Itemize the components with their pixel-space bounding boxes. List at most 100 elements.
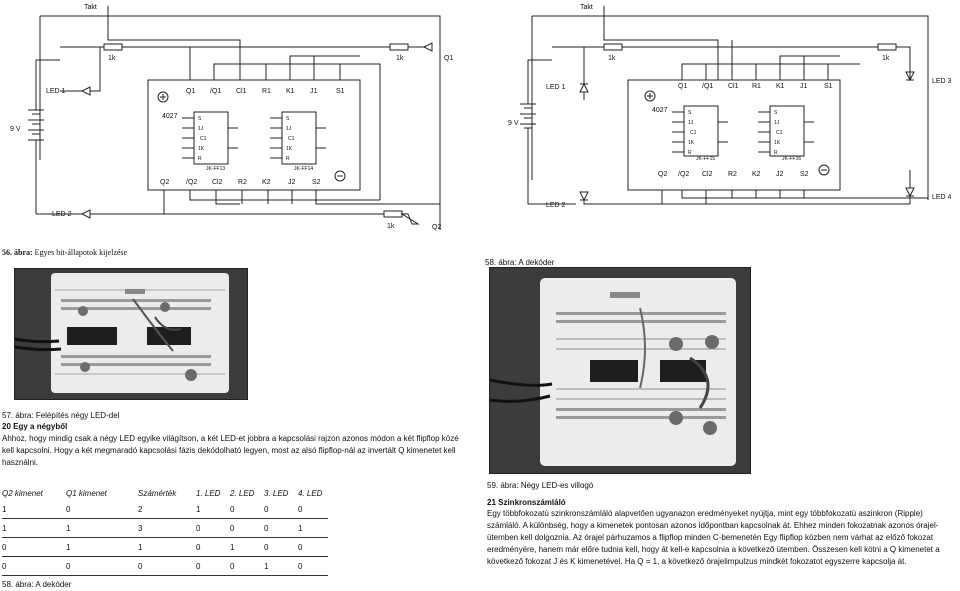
svg-text:S1: S1 [336, 88, 345, 95]
svg-text:C1: C1 [690, 130, 697, 136]
svg-text:Cl1: Cl1 [728, 83, 739, 90]
resistor-r1-right [603, 43, 623, 51]
svg-text:1J: 1J [774, 120, 780, 126]
flipflop-2: S 1J C1 1K R JK-FF14 [270, 111, 326, 172]
resistor-r1 [103, 43, 123, 51]
battery-label-right: 9 V [508, 120, 519, 127]
svg-text:R: R [198, 156, 202, 162]
schematic-bit-states: Takt 1k 1k Q1 LED 1 9 V LED 2 1k Q2 4027… [10, 4, 453, 231]
resistor-r2 [389, 43, 409, 51]
svg-text:S: S [286, 116, 290, 122]
svg-text:S2: S2 [800, 171, 809, 178]
flipflop-1-right: S 1J C1 1K R JK-FF15 [672, 105, 728, 162]
svg-text:S2: S2 [312, 179, 321, 186]
svg-text:S: S [774, 110, 778, 116]
svg-text:JK-FF13: JK-FF13 [206, 166, 225, 172]
svg-text:1K: 1K [198, 146, 205, 152]
flipflop-1: S 1J C1 1K R JK-FF13 [182, 111, 238, 172]
r1-label: 1k [108, 55, 116, 62]
top-pin-labels: Q1 /Q1 Cl1 R1 K1 J1 S1 [186, 88, 345, 95]
svg-text:S1: S1 [824, 83, 833, 90]
svg-text:1K: 1K [688, 140, 695, 146]
resistor-r3 [383, 210, 403, 218]
svg-text:J1: J1 [310, 88, 318, 95]
svg-text:C1: C1 [288, 136, 295, 142]
svg-text:JK-FF14: JK-FF14 [294, 166, 313, 172]
q1-output-label: Q1 [444, 55, 453, 62]
svg-text:K2: K2 [752, 171, 761, 178]
schematic-decoder: Takt 1k 1k LED 3 LED 1 9 V LED 2 LED 4 4… [508, 4, 952, 209]
svg-text:/Q1: /Q1 [702, 83, 713, 90]
svg-text:R2: R2 [238, 179, 247, 186]
svg-text:R1: R1 [262, 88, 271, 95]
svg-text:J2: J2 [776, 171, 784, 178]
svg-text:K1: K1 [286, 88, 295, 95]
bottom-pin-labels: Q2 /Q2 Cl2 R2 K2 J2 S2 [160, 179, 321, 186]
takt-label: Takt [84, 4, 97, 11]
svg-text:Q1: Q1 [186, 88, 195, 95]
svg-text:S: S [198, 116, 202, 122]
resistor-r2-right [877, 43, 897, 51]
svg-text:J2: J2 [288, 179, 296, 186]
r2-label-right: 1k [882, 55, 890, 62]
top-pin-labels-right: Q1 /Q1 Cl1 R1 K1 J1 S1 [678, 83, 833, 90]
svg-text:Cl1: Cl1 [236, 88, 247, 95]
caption-fig58-bottom: 58. ábra: A dekóder [2, 580, 72, 589]
led1-label-right: LED 1 [546, 84, 566, 91]
takt-label-right: Takt [580, 4, 593, 11]
heading-section20: 20 Egy a négyből [2, 422, 68, 431]
svg-text:R: R [774, 150, 778, 156]
breadboard-photo-four-led-blinker [489, 267, 751, 474]
svg-text:Cl2: Cl2 [702, 171, 713, 178]
svg-text:Cl2: Cl2 [212, 179, 223, 186]
r2-label: 1k [396, 55, 404, 62]
svg-text:R: R [286, 156, 290, 162]
truth-table: Q2 kimenet Q1 kimenet Számérték 1. LED 2… [2, 486, 328, 576]
table-header-row: Q2 kimenet Q1 kimenet Számérték 1. LED 2… [2, 488, 323, 498]
svg-text:R1: R1 [752, 83, 761, 90]
paragraph-section20: Ahhoz, hogy mindig csak a négy LED egyik… [2, 434, 459, 467]
svg-text:R: R [688, 150, 692, 156]
svg-text:/Q1: /Q1 [210, 88, 221, 95]
led1-label: LED 1 [46, 88, 66, 95]
svg-text:Q2: Q2 [160, 179, 169, 186]
svg-text:Q2: Q2 [658, 171, 667, 178]
svg-text:S: S [688, 110, 692, 116]
chip-4027 [147, 79, 361, 191]
chip-label-right: 4027 [652, 107, 668, 114]
r1-label-right: 1k [608, 55, 616, 62]
svg-text:1K: 1K [774, 140, 781, 146]
led4-label: LED 4 [932, 194, 952, 201]
svg-text:/Q2: /Q2 [186, 179, 197, 186]
svg-text:1J: 1J [286, 126, 292, 132]
svg-text:K2: K2 [262, 179, 271, 186]
paragraph-section21: Egy többfokozatú szinkronszámláló alapve… [487, 509, 940, 566]
svg-text:K1: K1 [776, 83, 785, 90]
svg-text:/Q2: /Q2 [678, 171, 689, 178]
svg-text:Q1: Q1 [678, 83, 687, 90]
caption-fig56: 56. ábra: Egyes bit-állapotok kijelzése [2, 248, 128, 257]
caption-fig59: 59. ábra: Négy LED-es villogó [487, 481, 594, 490]
bottom-pin-labels-right: Q2 /Q2 Cl2 R2 K2 J2 S2 [658, 171, 809, 178]
battery-label: 9 V [10, 126, 21, 133]
caption-fig58-top: 58. ábra: A dekóder [485, 258, 555, 267]
svg-text:JK-FF15: JK-FF15 [696, 156, 715, 162]
breadboard-photo-four-led [14, 268, 248, 400]
svg-text:1J: 1J [198, 126, 204, 132]
heading-section21: 21 Szinkronszámláló [487, 498, 566, 507]
svg-text:C1: C1 [200, 136, 207, 142]
q2-output-label: Q2 [432, 224, 441, 231]
svg-text:R2: R2 [728, 171, 737, 178]
svg-text:C1: C1 [776, 130, 783, 136]
svg-text:1K: 1K [286, 146, 293, 152]
led3-label: LED 3 [932, 78, 952, 85]
flipflop-2-right: S 1J C1 1K R JK-FF16 [758, 105, 814, 162]
svg-text:J1: J1 [800, 83, 808, 90]
svg-text:1J: 1J [688, 120, 694, 126]
led2-label-right: LED 2 [546, 202, 566, 209]
chip-label: 4027 [162, 113, 178, 120]
